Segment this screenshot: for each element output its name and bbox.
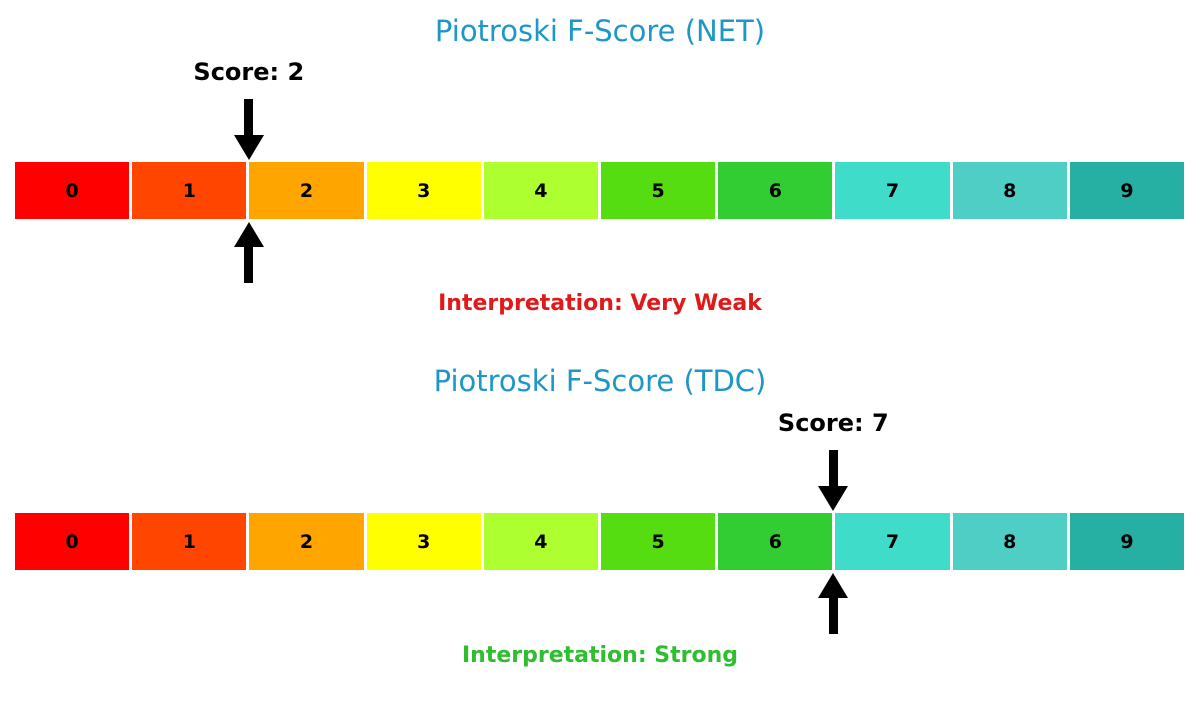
arrow-head [818,486,849,511]
arrow-stem [828,598,838,634]
scale-segment: 5 [601,162,716,219]
scale-segment: 2 [249,162,364,219]
down-arrow-icon [233,99,264,160]
scale-segment: 9 [1069,162,1185,219]
arrow-stem [244,247,254,283]
scale-segment: 7 [835,162,950,219]
scale-segment: 6 [718,162,833,219]
scale-segment: 8 [952,162,1067,219]
arrow-stem [244,99,254,135]
score-label-net: Score: 2 [193,58,305,86]
scale-segment: 4 [483,162,599,219]
up-arrow-icon [818,573,849,634]
arrow-head [233,135,264,160]
down-arrow-icon [818,450,849,511]
scale-segment: 4 [483,513,599,570]
scale-segment: 8 [952,513,1067,570]
scale-segment: 0 [15,513,130,570]
scale-segment: 3 [366,513,481,570]
chart-title-net: Piotroski F-Score (NET) [434,14,766,48]
scale-segment: 3 [366,162,481,219]
up-arrow-icon [233,222,264,283]
scale-segment: 9 [1069,513,1185,570]
scale-segment: 1 [132,513,247,570]
scale-segment: 2 [249,513,364,570]
interpretation-label-tdc: Interpretation: Strong [461,643,739,668]
interpretation-label-net: Interpretation: Very Weak [438,291,762,316]
scale-segment: 7 [835,513,950,570]
score-label-tdc: Score: 7 [777,409,889,437]
scale-segment: 5 [601,513,716,570]
scale-segment: 6 [718,513,833,570]
scale-segment: 1 [132,162,247,219]
scale-segment: 0 [15,162,130,219]
chart-title-tdc: Piotroski F-Score (TDC) [433,364,767,398]
arrow-head [233,222,264,247]
arrow-stem [828,450,838,486]
arrow-head [818,573,849,598]
